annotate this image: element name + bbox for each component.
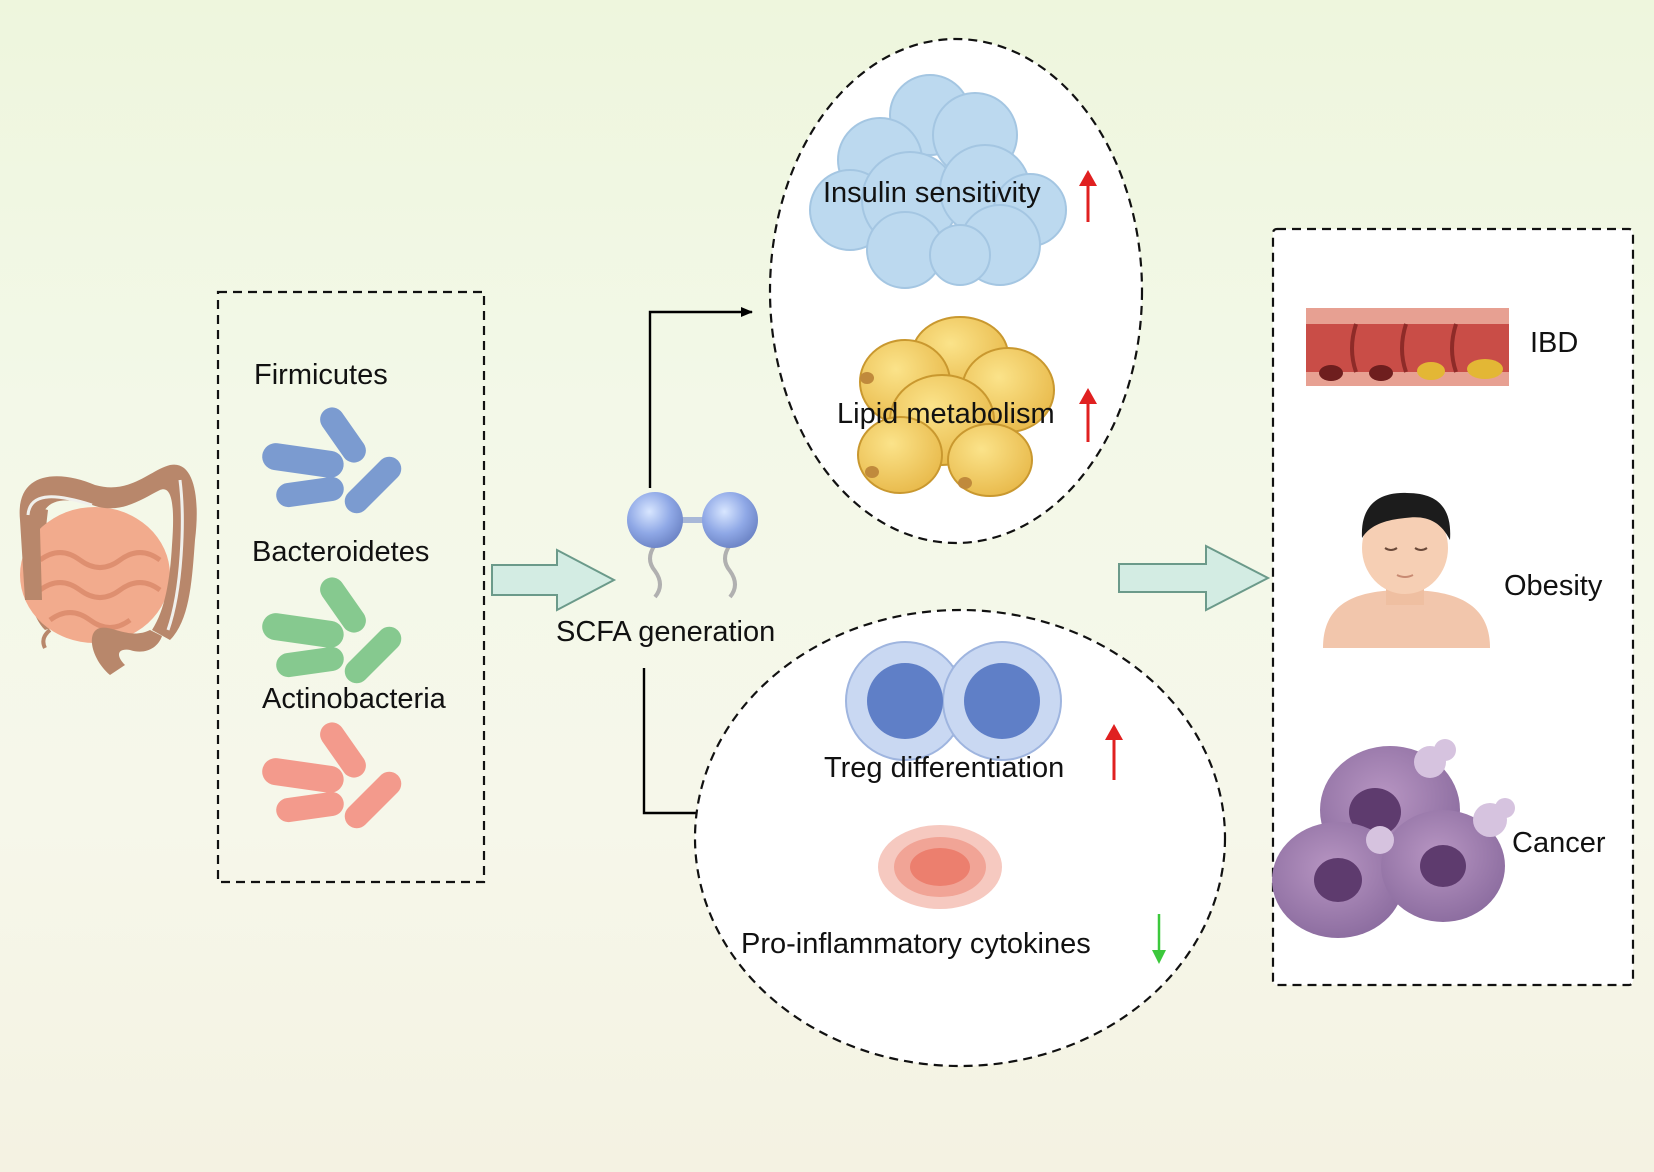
arrow-to-metabolic <box>648 307 753 488</box>
lipid-metabolism-label: Lipid metabolism <box>837 398 1055 430</box>
firmicutes-bacteria-icon <box>262 407 402 514</box>
treg-up-arrow <box>1105 724 1123 780</box>
firmicutes-label: Firmicutes <box>254 359 388 391</box>
scfa-molecule-icon <box>627 492 758 599</box>
cytokine-icon <box>878 825 1002 909</box>
cancer-cells-icon <box>1272 739 1515 938</box>
cytokines-down-arrow <box>1152 914 1166 964</box>
colon-lesion-icon <box>1306 308 1509 386</box>
pro-inflammatory-cytokines-label: Pro-inflammatory cytokines <box>741 928 1091 960</box>
scfa-generation-label: SCFA generation <box>556 616 776 648</box>
lipid-up-arrow <box>1079 388 1097 442</box>
bacteria-box <box>216 290 486 884</box>
block-arrow-to-scfa <box>491 548 617 612</box>
insulin-up-arrow <box>1079 170 1097 222</box>
treg-cell-icon <box>845 641 1062 761</box>
insulin-protein-icon <box>809 74 1067 289</box>
fat-cells-icon <box>857 316 1055 497</box>
block-arrow-to-diseases <box>1118 544 1271 612</box>
obese-person-icon <box>1323 492 1490 648</box>
actinobacteria-label: Actinobacteria <box>262 683 446 715</box>
cancer-label: Cancer <box>1512 827 1606 859</box>
bacteroidetes-label: Bacteroidetes <box>252 536 430 568</box>
ibd-label: IBD <box>1530 327 1579 359</box>
intestine-icon <box>19 464 197 675</box>
actinobacteria-bacteria-icon <box>262 722 402 829</box>
insulin-sensitivity-label: Insulin sensitivity <box>823 177 1041 209</box>
obesity-label: Obesity <box>1504 570 1603 602</box>
bacteroidetes-bacteria-icon <box>262 577 402 684</box>
treg-differentiation-label: Treg differentiation <box>824 752 1065 784</box>
